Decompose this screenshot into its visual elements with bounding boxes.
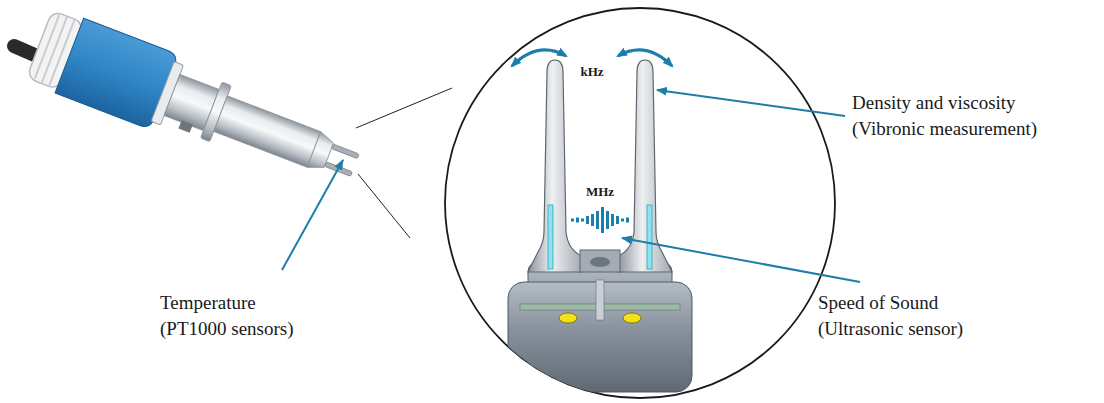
frequency-label: kHz xyxy=(580,64,603,80)
wave-bar xyxy=(621,219,624,222)
sensor-device xyxy=(25,7,369,203)
wave-bar xyxy=(576,218,579,223)
piezo-element xyxy=(647,205,652,269)
wave-bar xyxy=(591,214,594,226)
frequency-label: MHz xyxy=(586,184,614,200)
wave-bar xyxy=(596,211,599,229)
callout-label: Temperature (PT1000 sensors) xyxy=(160,290,320,342)
wave-bar xyxy=(626,218,629,223)
wave-bar xyxy=(611,214,614,226)
leader-line xyxy=(282,160,343,270)
zoom-line xyxy=(358,174,410,238)
ultrasonic-wave xyxy=(571,207,629,233)
zoom-line xyxy=(356,88,452,128)
fork-tine xyxy=(528,60,582,272)
yoke-hole xyxy=(590,257,610,267)
wave-bar xyxy=(606,211,609,229)
zoom-circle xyxy=(445,8,835,398)
wave-bar xyxy=(586,216,589,224)
vibration-arrow xyxy=(512,50,566,66)
fork-detail xyxy=(508,60,692,392)
wave-bar xyxy=(616,216,619,224)
center-pin xyxy=(596,280,604,320)
fork-tine xyxy=(331,144,359,159)
wave-bar xyxy=(601,207,604,233)
wave-bar xyxy=(571,219,574,222)
callout-label: Speed of Sound (Ultrasonic sensor) xyxy=(818,290,1003,342)
leader-line xyxy=(622,238,860,282)
leader-line xyxy=(657,90,845,116)
neck-screw xyxy=(178,120,192,133)
sensor-tube xyxy=(214,96,321,167)
callout-label: Density and viscosity (Vibronic measurem… xyxy=(852,90,1072,142)
piezo-contact xyxy=(559,313,577,323)
wave-bar xyxy=(581,219,584,222)
piezo-contact xyxy=(623,313,641,323)
piezo-element xyxy=(548,205,553,269)
vibration-arrow xyxy=(618,50,672,66)
fork-yoke xyxy=(580,250,620,272)
